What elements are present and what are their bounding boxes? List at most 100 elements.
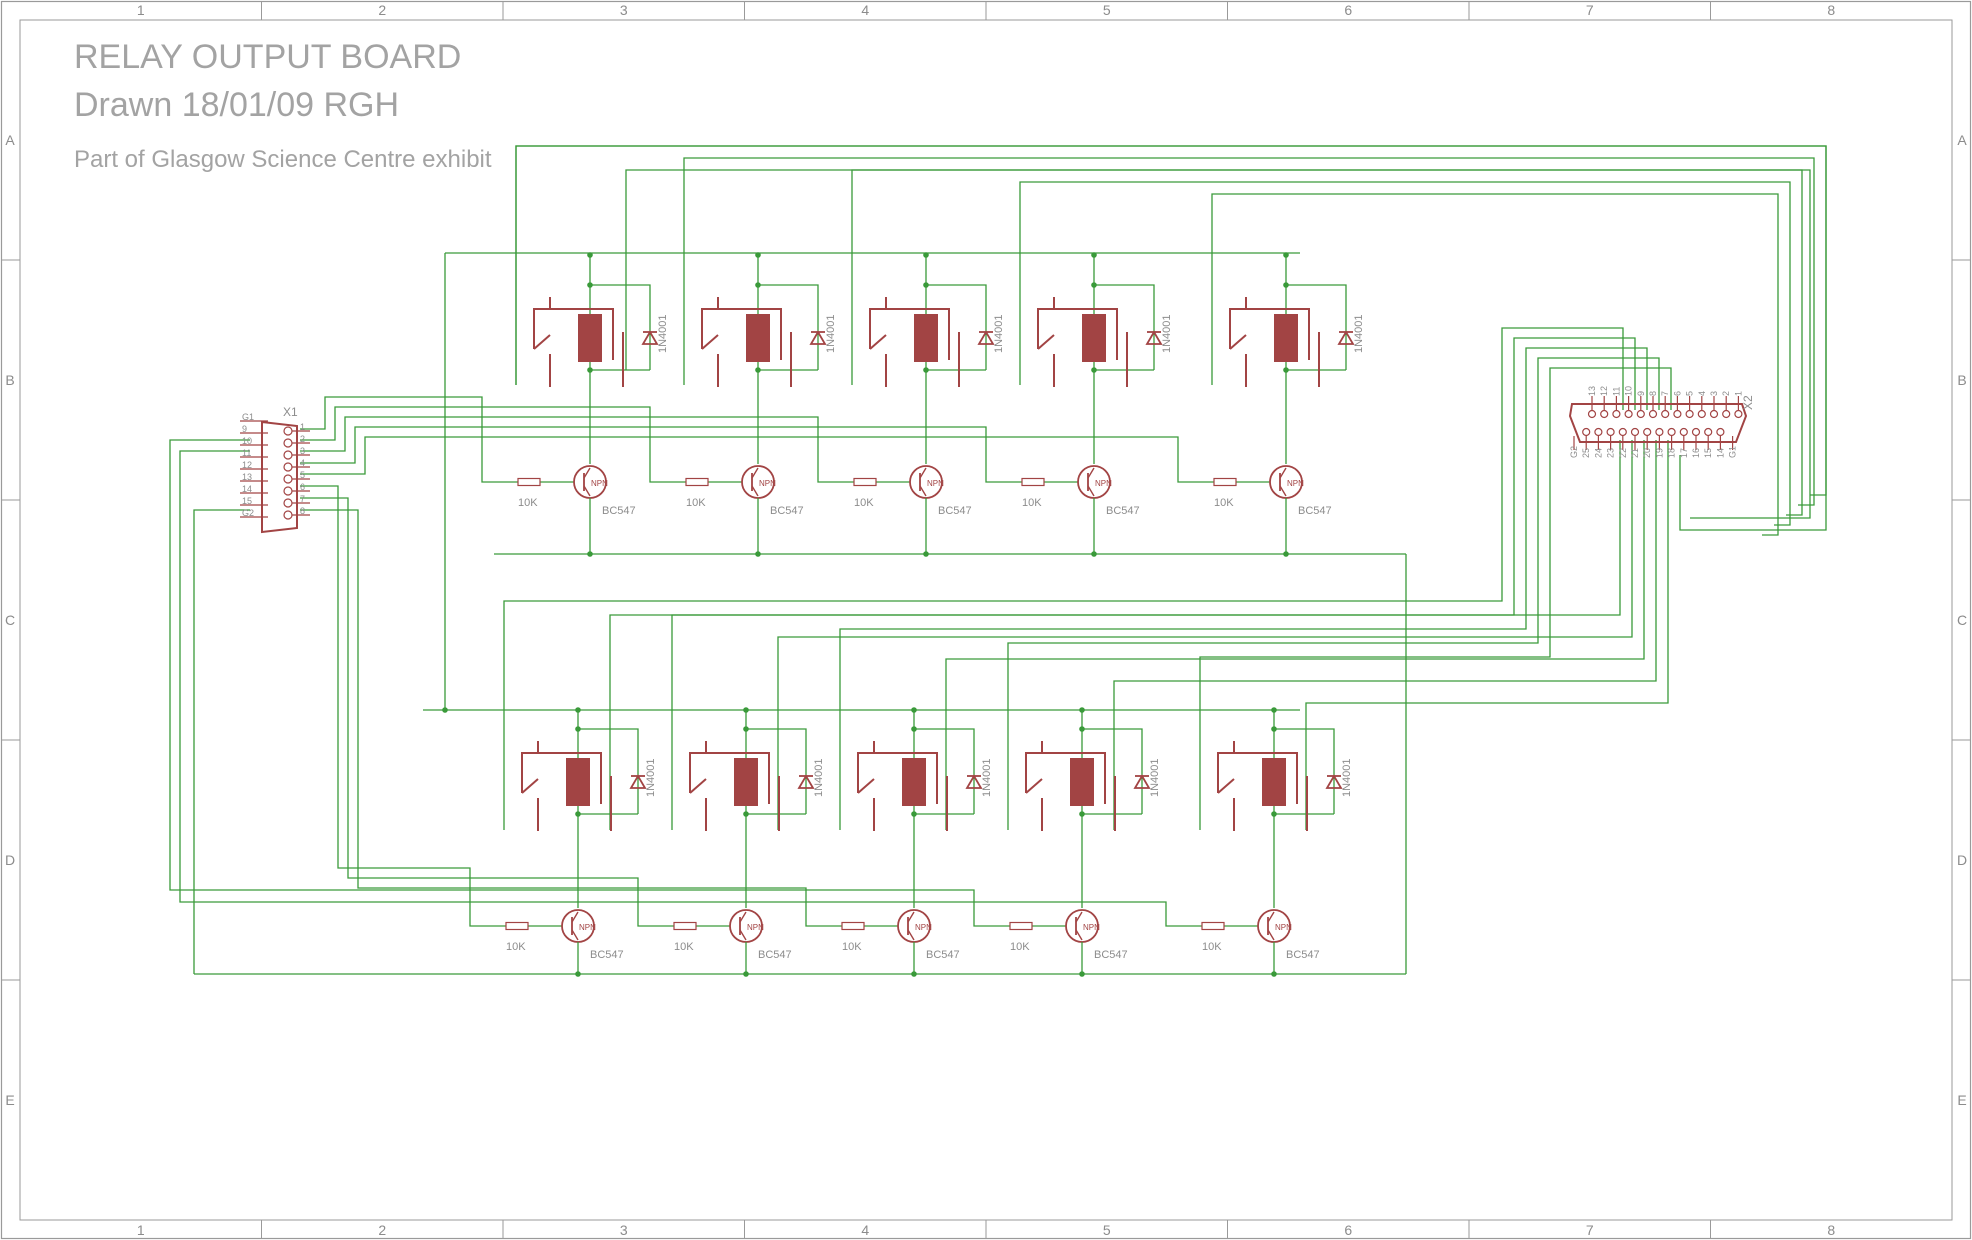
x1-pin-circle bbox=[283, 510, 293, 520]
x2-pin-circle bbox=[1630, 427, 1640, 437]
wire bbox=[914, 728, 975, 814]
column-label: 6 bbox=[1344, 2, 1352, 18]
x1-pin-label-right: 5 bbox=[300, 470, 305, 480]
junction-dot bbox=[1271, 971, 1277, 977]
diode-symbol bbox=[1337, 330, 1355, 345]
wire bbox=[1217, 752, 1298, 804]
x2-pin-circle bbox=[1643, 427, 1652, 437]
relay-row-top: 1N400110KNPNBC5471N400110KNPNBC5471N4001… bbox=[492, 252, 1365, 557]
junction-dot bbox=[1091, 252, 1097, 258]
wire bbox=[609, 440, 1621, 830]
column-label: 8 bbox=[1827, 1222, 1835, 1238]
x2-pin-label-top: 12 bbox=[1599, 386, 1609, 396]
x2-pin-label-bottom: 19 bbox=[1654, 448, 1664, 458]
wire bbox=[193, 509, 250, 974]
row-label: D bbox=[5, 852, 15, 868]
wire bbox=[689, 778, 707, 794]
column-label: 5 bbox=[1103, 2, 1111, 18]
column-label: 1 bbox=[137, 2, 145, 18]
transistor-label: BC547 bbox=[602, 505, 636, 517]
transistor-type: NPN bbox=[591, 479, 608, 488]
junction-dot bbox=[1271, 707, 1277, 713]
row-label: D bbox=[1957, 852, 1967, 868]
x2-pin-circle bbox=[1697, 409, 1706, 419]
wire bbox=[300, 497, 648, 927]
column-label: 7 bbox=[1586, 2, 1594, 18]
transistor-label: BC547 bbox=[1298, 505, 1332, 517]
wire bbox=[1113, 440, 1657, 830]
wire bbox=[578, 728, 639, 814]
transistor-type: NPN bbox=[1287, 479, 1304, 488]
x2-pin-label-top: 2 bbox=[1721, 391, 1731, 396]
junction-dot bbox=[911, 971, 917, 977]
transistor-emitter bbox=[1087, 485, 1095, 497]
transistor-collector bbox=[1279, 467, 1287, 479]
junction-dot bbox=[1079, 971, 1085, 977]
row-label: E bbox=[5, 1092, 14, 1108]
resistor-label: 10K bbox=[686, 497, 706, 509]
wire bbox=[926, 284, 987, 370]
resistor-label: 10K bbox=[518, 497, 538, 509]
junction-dot bbox=[587, 367, 593, 373]
relay-coil bbox=[1274, 314, 1298, 362]
wire bbox=[300, 406, 660, 483]
x2-pin-circle bbox=[1709, 409, 1719, 419]
transistor-collector bbox=[1267, 911, 1275, 923]
x1-pin-circle bbox=[283, 450, 293, 460]
transistor-type: NPN bbox=[1095, 479, 1112, 488]
row-label: C bbox=[1957, 612, 1967, 628]
x2-pin-label-bottom: 16 bbox=[1691, 448, 1701, 458]
wire bbox=[1229, 334, 1247, 350]
resistor-label: 10K bbox=[1202, 941, 1222, 953]
x2-pin-circle bbox=[1636, 409, 1645, 419]
wire bbox=[1025, 778, 1043, 794]
x2-pin-circle bbox=[1582, 427, 1591, 437]
transistor-emitter bbox=[583, 485, 591, 497]
diode-label: 1N4001 bbox=[1341, 758, 1353, 797]
x2-pin-label-top: 9 bbox=[1636, 391, 1646, 396]
x2-pin-label-bottom: 22 bbox=[1618, 448, 1628, 458]
transistor-type: NPN bbox=[747, 923, 764, 932]
transistor-label: BC547 bbox=[590, 949, 624, 961]
relay-coil bbox=[902, 758, 926, 806]
x1-shell bbox=[261, 420, 298, 534]
row-label: A bbox=[5, 132, 15, 148]
x2-pin-label-bottom: 18 bbox=[1667, 448, 1677, 458]
column-label: 4 bbox=[861, 1222, 869, 1238]
transistor-label: BC547 bbox=[1106, 505, 1140, 517]
diode-symbol bbox=[977, 330, 995, 345]
column-label: 5 bbox=[1103, 1222, 1111, 1238]
transistor-emitter bbox=[1267, 929, 1275, 941]
column-label: 3 bbox=[620, 2, 628, 18]
transistor-type: NPN bbox=[915, 923, 932, 932]
x1-pin-label-left: G1 bbox=[242, 412, 254, 422]
junction-dot bbox=[755, 252, 761, 258]
wire bbox=[857, 778, 875, 794]
diode-label: 1N4001 bbox=[825, 314, 837, 353]
x2-pin-circle bbox=[1667, 427, 1676, 437]
x2-pin-circle bbox=[1673, 409, 1682, 419]
transistor-emitter bbox=[1075, 929, 1083, 941]
diode-label: 1N4001 bbox=[1161, 314, 1173, 353]
junction-dot bbox=[743, 707, 749, 713]
wire bbox=[300, 396, 492, 483]
x2-pin-label-top: 7 bbox=[1660, 391, 1670, 396]
junction-dot bbox=[442, 707, 448, 713]
wire bbox=[869, 308, 950, 360]
x2-pin-label-bottom: 23 bbox=[1606, 448, 1616, 458]
junction-dot bbox=[911, 707, 917, 713]
wire bbox=[1274, 728, 1335, 814]
junction-dot bbox=[911, 811, 917, 817]
x2-pin-circle bbox=[1704, 427, 1713, 437]
diode-label: 1N4001 bbox=[981, 758, 993, 797]
transistor-emitter bbox=[739, 929, 747, 941]
x2-pin-label-top: 6 bbox=[1672, 391, 1682, 396]
junction-dot bbox=[923, 252, 929, 258]
x1-pin-label-left: G2 bbox=[242, 508, 254, 518]
junction-dot bbox=[1283, 367, 1289, 373]
transistor-collector bbox=[583, 467, 591, 479]
